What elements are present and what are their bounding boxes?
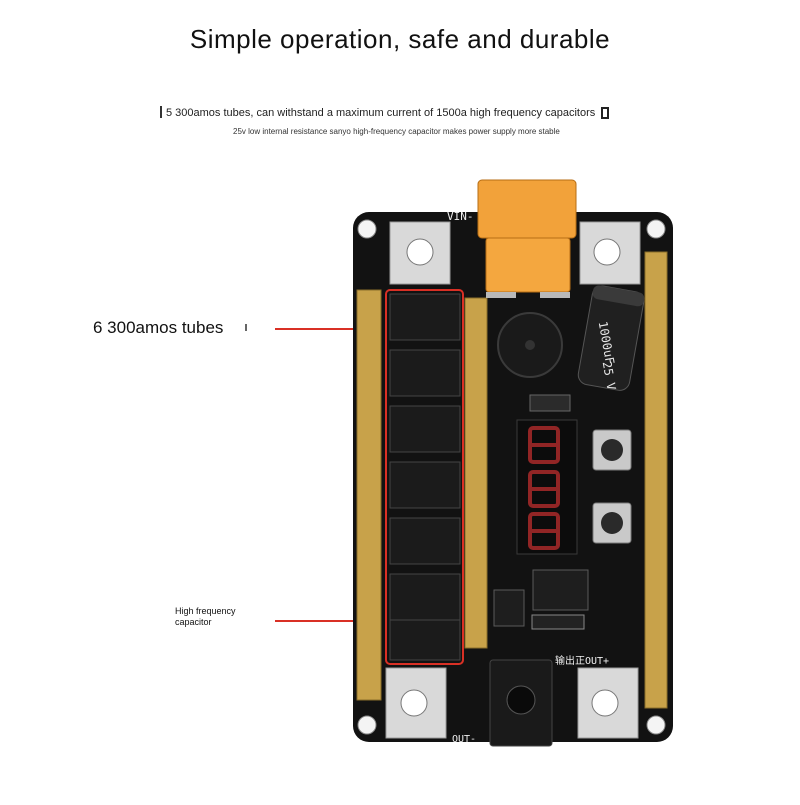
copper-bar-left — [356, 289, 382, 701]
bullet-mark-icon — [160, 106, 162, 118]
buzzer-hole-icon — [525, 340, 535, 350]
terminal-hole-icon — [400, 689, 428, 717]
mosfet — [389, 517, 461, 565]
connector-pin — [540, 292, 570, 298]
feature-subline: 25v low internal resistance sanyo high-f… — [233, 127, 560, 136]
tubes-callout-line — [275, 328, 387, 330]
copper-bar-middle — [464, 297, 488, 649]
pin-header — [531, 614, 585, 630]
button-cap-icon — [601, 439, 623, 461]
mosfet — [389, 293, 461, 341]
mount-hole-icon — [357, 715, 377, 735]
page-title: Simple operation, safe and durable — [189, 24, 611, 54]
out-plus-label: 输出正OUT+ — [555, 654, 609, 667]
display-segments — [528, 426, 560, 550]
copper-bar-right — [644, 251, 668, 709]
regulator-chip — [493, 589, 525, 627]
button-cap-icon — [601, 512, 623, 534]
feature-line-text: 5 300amos tubes, can withstand a maximum… — [166, 107, 596, 119]
mount-hole-icon — [357, 219, 377, 239]
tubes-callout-label: 6 300amos tubes — [93, 318, 248, 338]
controller-chip — [532, 569, 589, 611]
terminal-hole-icon — [591, 689, 619, 717]
mosfet — [389, 619, 461, 661]
feature-line: 5 300amos tubes, can withstand a maximum… — [160, 106, 610, 119]
mosfet — [389, 573, 461, 621]
tubes-highlight-box — [385, 289, 464, 665]
capacitor-top — [592, 285, 645, 307]
tubes-callout-text: 6 300amos tubes — [93, 318, 224, 337]
terminal-hole-icon — [593, 238, 621, 266]
capacitor-callout-line — [275, 620, 387, 622]
connector-pin — [486, 292, 516, 298]
mosfet — [389, 461, 461, 509]
terminal-hole-icon — [406, 238, 434, 266]
out-label: OUT- — [452, 734, 476, 745]
bracket-glyph-icon — [601, 107, 610, 119]
xt-connector — [477, 179, 577, 239]
capacitor-callout-label: High frequency capacitor — [175, 606, 236, 627]
electrolytic-capacitor — [577, 285, 645, 391]
mount-hole-icon — [646, 715, 666, 735]
vin-label: VIN- — [447, 210, 474, 223]
mosfet — [389, 405, 461, 453]
capacitor-rating-2: 25 V — [600, 360, 619, 391]
mount-hole-icon — [646, 219, 666, 239]
tick-mark-icon — [245, 324, 248, 331]
smd-diode — [529, 394, 571, 412]
xt-connector-plug — [485, 237, 571, 293]
mosfet — [389, 349, 461, 397]
jack-socket-icon — [506, 685, 536, 715]
mosfet-array — [389, 293, 461, 661]
